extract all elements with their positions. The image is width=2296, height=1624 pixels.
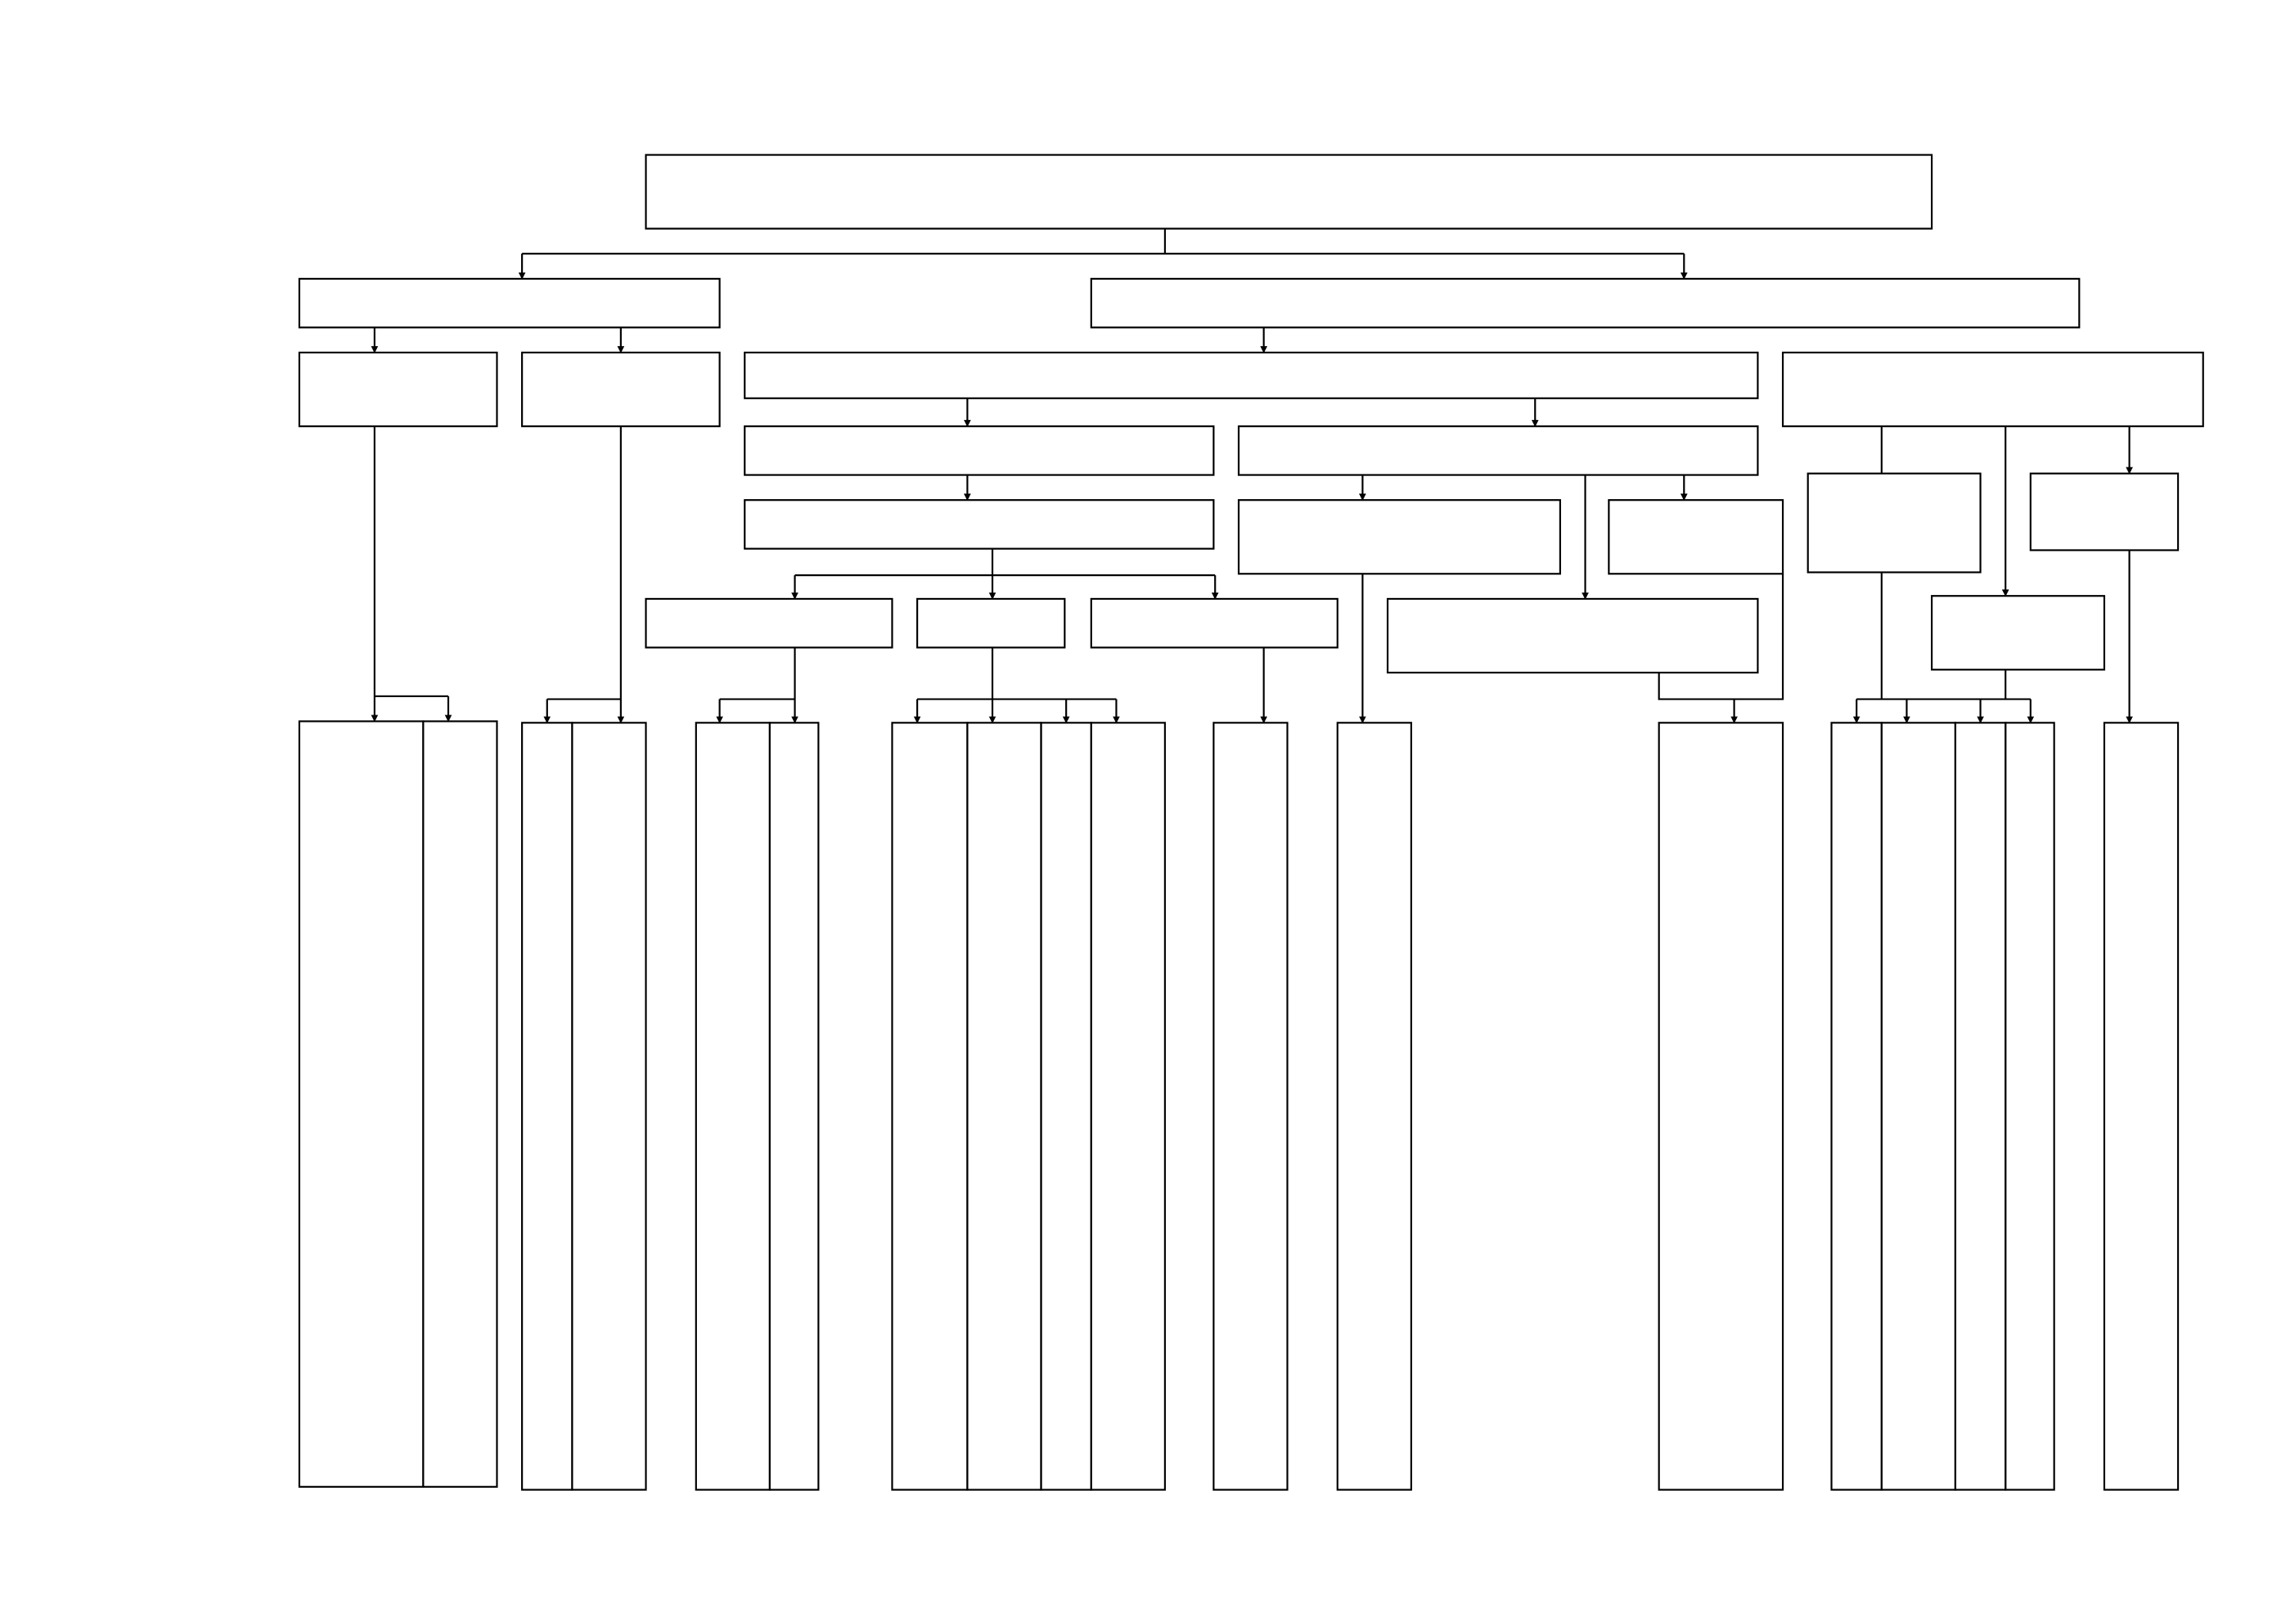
leaf-header-2-box — [916, 597, 1066, 649]
left-branch-box — [298, 277, 721, 329]
root-box — [645, 154, 1933, 230]
column-7-box — [891, 722, 969, 1491]
middle-left-box — [744, 425, 1215, 476]
column-12-box — [1336, 722, 1412, 1491]
column-14-box — [1830, 722, 1883, 1491]
middle-right-box — [1237, 425, 1759, 476]
middle-left-sub-box — [744, 499, 1215, 550]
diagram-boxes — [298, 154, 2204, 1491]
column-8-box — [966, 722, 1042, 1491]
leaf-header-3-box — [1090, 597, 1338, 649]
left-child-a-box — [298, 351, 498, 428]
right-sub-b-box — [2029, 472, 2180, 551]
column-4-box — [571, 722, 647, 1491]
column-2-box — [422, 720, 498, 1488]
right-sub-a-box — [1807, 472, 1982, 574]
diagram-connectors — [371, 228, 2134, 724]
column-17-box — [2005, 722, 2055, 1491]
middle-header-box — [744, 351, 1759, 399]
column-16-box — [1954, 722, 2007, 1491]
left-child-b-box — [521, 351, 721, 428]
column-13-box — [1658, 722, 1784, 1491]
column-18-box — [2103, 722, 2180, 1491]
column-11-box — [1213, 722, 1289, 1491]
column-9-box — [1040, 722, 1092, 1491]
column-5-box — [695, 722, 771, 1491]
middle-right-sub-a-box — [1237, 499, 1562, 575]
middle-right-sub-b-loop-connector — [1658, 574, 1784, 700]
leaf-header-1-box — [645, 597, 893, 649]
column-1-box — [298, 720, 425, 1488]
right-branch-box — [1090, 277, 2081, 329]
column-10-box — [1090, 722, 1167, 1491]
right-header-box — [1781, 351, 2204, 428]
right-mid-box — [1930, 595, 2106, 671]
middle-right-sub-b-box — [1608, 499, 1784, 575]
wide-node-box — [1386, 597, 1759, 674]
column-6-box — [768, 722, 820, 1491]
column-3-box — [521, 722, 573, 1491]
column-15-box — [1880, 722, 1957, 1491]
